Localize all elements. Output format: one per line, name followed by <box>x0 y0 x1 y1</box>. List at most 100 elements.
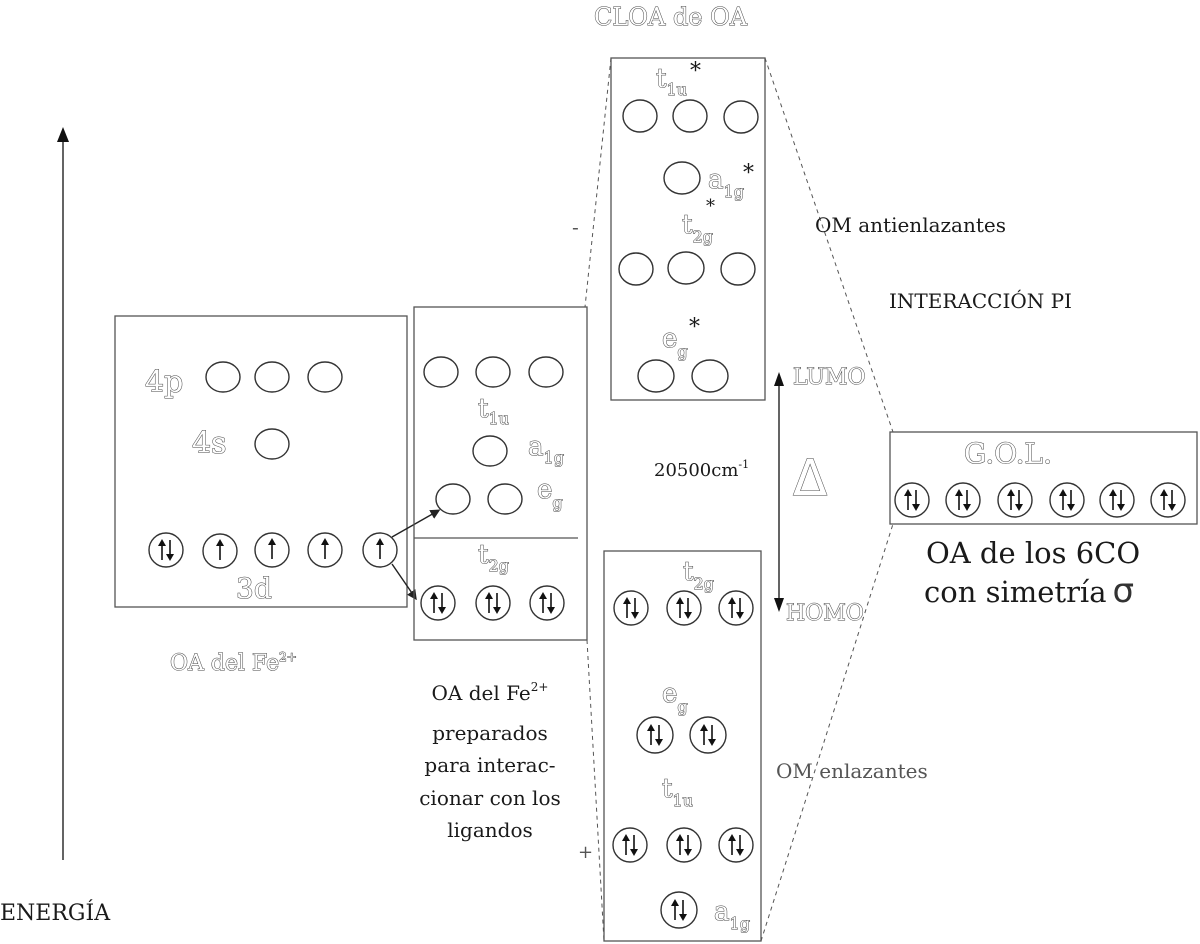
gap-energy-main: 20500cm <box>654 460 738 481</box>
anti-orbital-eg-1 <box>637 359 675 393</box>
prep-label-eg: eg <box>537 475 563 512</box>
bond-orbital-t2g-2 <box>666 590 702 626</box>
prep-orbital-t1u-1 <box>423 356 459 388</box>
bond-label-t1u: t1u <box>662 774 693 810</box>
fe-atom-caption-sup: 2+ <box>279 650 297 664</box>
gol-caption-line2-main: con simetría <box>924 575 1107 609</box>
prepared-caption: OA del Fe2+ preparados para interac- cio… <box>419 680 561 842</box>
cloa-label-t2g-star-sub: 2g <box>692 227 712 246</box>
bond-label-t2g-main: t <box>683 557 694 587</box>
bond-orbital-eg-2 <box>689 716 727 754</box>
prepared-caption-line5: ligandos <box>447 818 533 842</box>
anti-orbital-t2g-3 <box>720 252 756 286</box>
dash-prep-to-anti <box>584 57 612 308</box>
gol-title: G.O.L. <box>964 437 1052 470</box>
bond-orbital-t2g-3 <box>718 590 754 626</box>
prep-orbital-a1g <box>472 435 508 467</box>
prep-label-t1u: t1u <box>478 394 509 428</box>
gol-box <box>889 431 1198 525</box>
prep-label-eg-sub: g <box>552 493 562 512</box>
orbital-4p-2 <box>254 361 290 393</box>
lumo-arrowhead <box>774 372 784 386</box>
bond-label-eg-main: e <box>662 679 677 709</box>
anti-orbital-t2g-1 <box>618 252 654 286</box>
prep-orbital-t2g-1 <box>420 585 456 621</box>
orbital-4p-3 <box>307 361 343 393</box>
prep-label-t2g: t2g <box>478 540 509 575</box>
prepared-orbitals-box <box>413 306 588 641</box>
bond-orbital-t1u-2 <box>666 827 702 863</box>
bond-label-eg-sub: g <box>677 697 687 716</box>
dash-prep-to-bond <box>586 639 605 942</box>
prepared-caption-line2: preparados <box>432 721 548 745</box>
prepared-caption-line1-sup: 2+ <box>531 680 549 694</box>
gol-caption-line1: OA de los 6CO <box>926 536 1140 570</box>
prep-label-t2g-sub: 2g <box>488 556 508 575</box>
anti-orbital-t1u-2 <box>672 99 708 133</box>
om-enlazantes-label: OM enlazantes <box>776 759 928 783</box>
cloa-label-t1u-star-sub: 1u <box>666 80 686 99</box>
homo-label: HOMO <box>786 601 864 626</box>
bond-orbital-t1u-3 <box>718 827 754 863</box>
prep-label-t2g-main: t <box>478 540 489 570</box>
cloa-minus-sign: - <box>572 215 579 239</box>
cloa-label-t2g-star: t2g <box>682 210 713 246</box>
cloa-label-eg-star-main: e <box>662 324 677 354</box>
cloa-star-t2g: * <box>706 196 715 217</box>
cloa-star-eg: * <box>689 315 700 340</box>
prep-orbital-t1u-3 <box>528 356 564 388</box>
gol-orbital-2 <box>945 482 981 518</box>
label-3d: 3d <box>236 572 272 605</box>
gol-orbital-3 <box>997 482 1033 518</box>
dash-gol-to-bond <box>760 523 894 942</box>
fe-atom-caption-main: OA del Fe <box>170 651 279 676</box>
energy-axis-label: ENERGÍA <box>0 899 111 926</box>
bond-label-t1u-main: t <box>662 774 673 804</box>
bond-orbital-eg-1 <box>636 716 674 754</box>
anti-orbital-t2g-2 <box>667 251 705 285</box>
cloa-star-a1g: * <box>743 161 754 186</box>
orbital-3d-1 <box>148 532 184 568</box>
prep-orbital-t2g-2 <box>475 585 511 621</box>
interaccion-pi-label: INTERACCIÓN PI <box>889 288 1072 313</box>
orbital-4s <box>254 428 290 460</box>
promotion-arrow-t2g <box>391 563 417 601</box>
delta-symbol: Δ <box>793 449 827 507</box>
bond-label-a1g: a1g <box>714 897 750 933</box>
anti-orbital-a1g <box>663 161 701 195</box>
cloa-label-t1u-star: t1u <box>656 64 687 99</box>
gap-energy: 20500cm-1 <box>654 458 749 481</box>
gol-orbital-4 <box>1049 482 1085 518</box>
prep-label-a1g: a1g <box>528 432 564 467</box>
bonding-box <box>603 550 762 942</box>
lumo-label: LUMO <box>793 365 866 390</box>
prep-label-a1g-sub: 1g <box>544 448 564 467</box>
bond-label-t1u-sub: 1u <box>672 791 692 810</box>
bond-label-eg: eg <box>662 679 688 716</box>
gap-energy-sup: -1 <box>738 458 749 471</box>
energy-axis-arrowhead <box>57 127 69 142</box>
dash-gol-to-anti <box>764 57 894 433</box>
bond-orbital-t2g-1 <box>613 590 649 626</box>
cloa-label-eg-star-sub: g <box>677 342 687 361</box>
orbital-4p-1 <box>205 361 241 393</box>
prepared-caption-line1: OA del Fe2+ <box>432 680 549 705</box>
bond-label-a1g-sub: 1g <box>730 914 750 933</box>
prep-orbital-t1u-2 <box>475 356 511 388</box>
gol-orbital-6 <box>1150 482 1186 518</box>
cloa-label-t2g-star-main: t <box>682 210 693 240</box>
prep-orbital-eg-1 <box>435 483 471 515</box>
fe-atomic-orbitals-box <box>114 315 408 608</box>
cloa-label-t1u-star-main: t <box>656 64 667 94</box>
prepared-caption-line1-main: OA del Fe <box>432 681 531 705</box>
prepared-caption-line3: para interac- <box>424 753 555 777</box>
anti-orbital-eg-2 <box>691 359 729 393</box>
anti-orbital-t1u-1 <box>622 99 658 133</box>
prep-label-t1u-main: t <box>478 394 489 424</box>
bond-label-t2g-sub: 2g <box>693 574 713 593</box>
cloa-label-a1g-star-sub: 1g <box>724 182 744 201</box>
label-4p: 4p <box>145 365 183 400</box>
cloa-plus-sign: + <box>578 842 593 863</box>
